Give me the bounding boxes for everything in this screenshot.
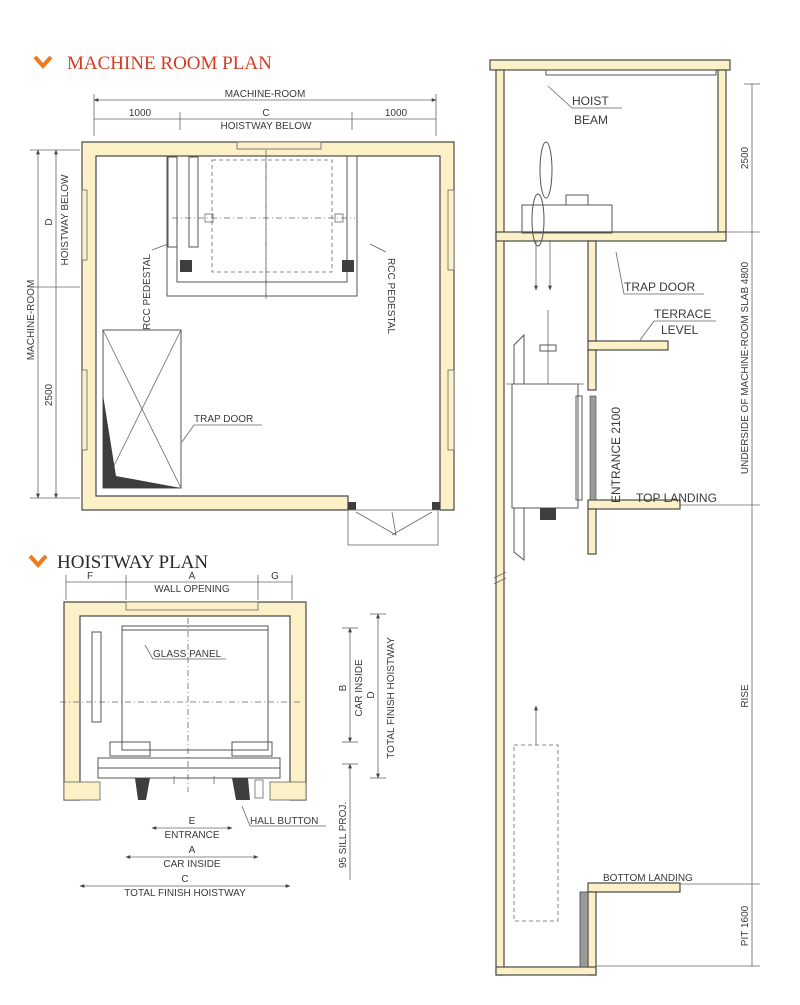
- hw-wall-opening: WALL OPENING: [154, 584, 230, 595]
- hw-dim-b: B: [338, 684, 349, 691]
- machine-room-plan: MACHINE ROOM PLAN MACHINE-ROOM 1000 C 10…: [26, 53, 455, 546]
- machine-room-plan-title: MACHINE ROOM PLAN: [67, 53, 272, 74]
- section-trap-door: TRAP DOOR: [624, 280, 695, 294]
- mr-left-d: D: [44, 218, 55, 225]
- hoistway-plan: HOISTWAY PLAN F A G WALL OPENING GLASS P…: [28, 552, 397, 899]
- hw-total-finish-side: TOTAL FINISH HOISTWAY: [386, 637, 397, 759]
- hw-car-inside-side: CAR INSIDE: [354, 659, 365, 717]
- mr-dim-top: MACHINE-ROOM: [225, 89, 306, 100]
- elevator-section: HOIST BEAM TRAP DOOR TERRACE LEVEL ENTRA…: [489, 59, 760, 976]
- mr-dim-1000-left: 1000: [129, 108, 152, 119]
- mr-left-hoistway-below: HOISTWAY BELOW: [60, 174, 71, 265]
- hoistway-plan-title: HOISTWAY PLAN: [57, 552, 208, 573]
- terrace-label: TERRACE: [654, 307, 711, 321]
- hw-dim-g: G: [271, 571, 279, 582]
- beam-label: BEAM: [574, 113, 608, 127]
- hw-dim-e: E: [189, 816, 196, 827]
- mr-trap-door-label: TRAP DOOR: [194, 414, 253, 425]
- hw-sill-proj: 95 SILL PROJ.: [338, 802, 349, 868]
- hw-total-finish-bottom: TOTAL FINISH HOISTWAY: [124, 888, 246, 899]
- hw-dim-c-bottom: C: [181, 874, 188, 885]
- section-dim-2500: 2500: [740, 146, 751, 169]
- rcc-pedestal-left: RCC PEDESTAL: [142, 254, 153, 330]
- top-landing-label: TOP LANDING: [636, 491, 717, 505]
- mr-hoistway-below-top: HOISTWAY BELOW: [221, 121, 312, 132]
- glass-panel-label: GLASS PANEL: [153, 649, 222, 660]
- mr-dim-1000-right: 1000: [385, 108, 408, 119]
- mr-left-2500: 2500: [44, 383, 55, 406]
- hw-car-inside-bottom: CAR INSIDE: [163, 859, 221, 870]
- rcc-pedestal-right: RCC PEDESTAL: [385, 258, 396, 334]
- hw-dim-a: A: [189, 571, 196, 582]
- hw-dim-d: D: [366, 691, 377, 698]
- bottom-landing-label: BOTTOM LANDING: [603, 873, 693, 884]
- hw-entrance: ENTRANCE: [164, 830, 219, 841]
- title-chevron-icon: [33, 55, 53, 70]
- hoistway-chevron-icon: [28, 554, 48, 569]
- underside-slab-label: UNDERSIDE OF MACHINE-ROOM SLAB 4800: [740, 261, 751, 474]
- hoist-label: HOIST: [572, 94, 609, 108]
- hall-button-label: HALL BUTTON: [250, 816, 318, 827]
- entrance-2100: ENTRANCE 2100: [609, 407, 623, 503]
- level-label: LEVEL: [661, 323, 699, 337]
- mr-left-machine-room: MACHINE-ROOM: [26, 280, 37, 361]
- hw-dim-f: F: [87, 571, 93, 582]
- rise-label: RISE: [740, 684, 751, 708]
- section-left-wall: [495, 69, 505, 976]
- hw-dim-a-bottom: A: [189, 845, 196, 856]
- pit-1600-label: PIT 1600: [740, 905, 751, 946]
- mr-dim-c: C: [262, 108, 269, 119]
